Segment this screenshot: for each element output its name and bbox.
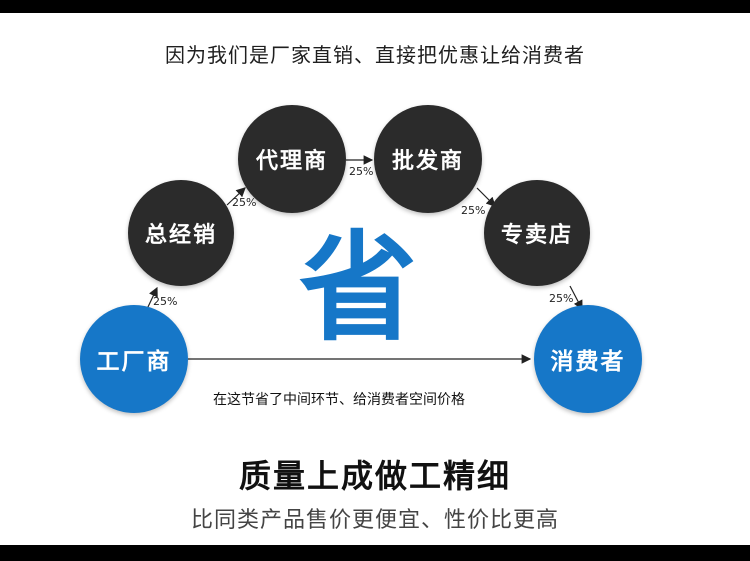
percent-label: 25% — [153, 295, 178, 308]
node-wholesale: 批发商 — [374, 105, 482, 213]
subline: 比同类产品售价更便宜、性价比更高 — [190, 508, 559, 533]
headline: 质量上成做工精细 — [238, 457, 511, 495]
node-consumer: 消费者 — [534, 305, 642, 413]
percent-label: 25% — [232, 196, 257, 209]
save-character: 省 — [298, 219, 417, 357]
arrow-general-to-agent — [226, 187, 246, 206]
page-title: 因为我们是厂家直销、直接把优惠让给消费者 — [165, 43, 585, 67]
arrow-factory-to-general — [146, 286, 158, 310]
canvas: 因为我们是厂家直销、直接把优惠让给消费者 代理商 批发商 总经销 专卖店 工厂商… — [0, 13, 750, 545]
arrows-layer — [146, 155, 583, 364]
percent-label: 25% — [549, 292, 574, 305]
node-factory: 工厂商 — [80, 305, 188, 413]
node-agent: 代理商 — [238, 105, 346, 213]
percent-label: 25% — [461, 204, 486, 217]
node-store: 专卖店 — [484, 180, 590, 286]
percent-label: 25% — [349, 165, 374, 178]
direct-path-note: 在这节省了中间环节、给消费者空间价格 — [213, 392, 465, 408]
node-general-distributor: 总经销 — [128, 180, 234, 286]
